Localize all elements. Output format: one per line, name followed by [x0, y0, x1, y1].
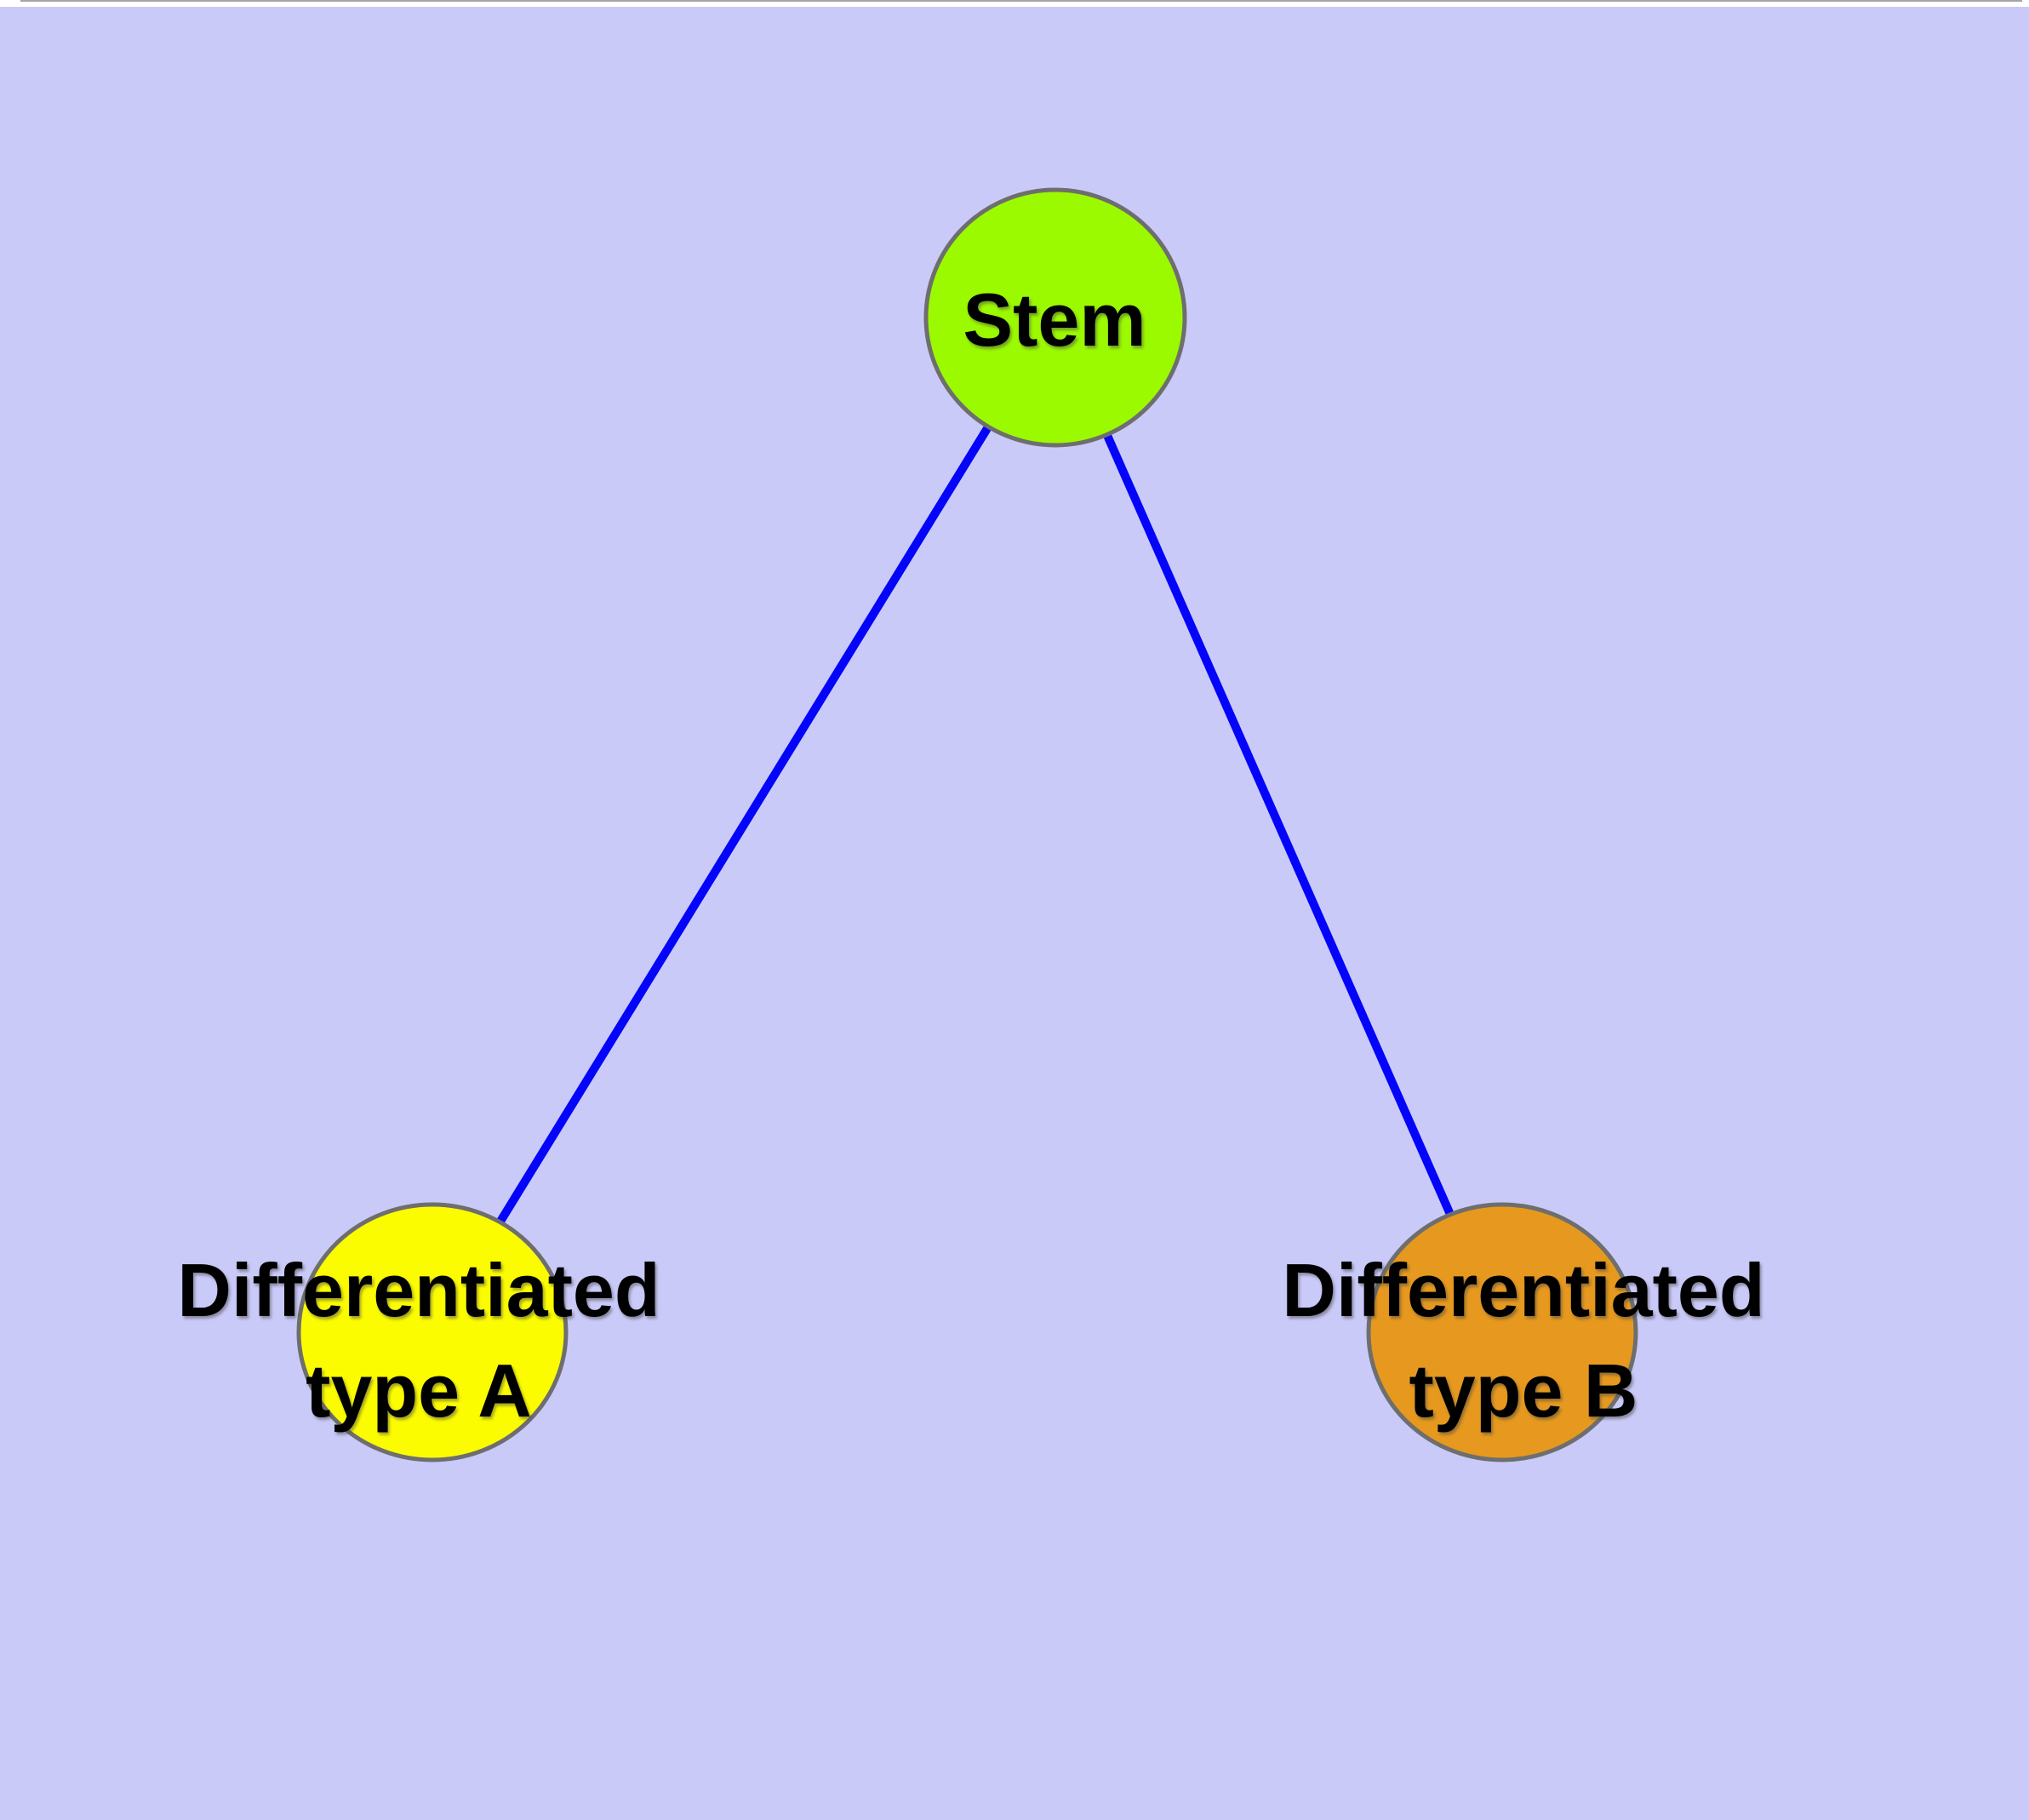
edge-stem-to-type-a — [428, 315, 1060, 1335]
node-differentiated-type-a: Differentiated type A — [177, 1202, 660, 1462]
type-a-node-label-line2: type A — [306, 1348, 532, 1433]
stem-node-label: Stem — [963, 278, 1146, 362]
window-top-strip — [0, 0, 2029, 7]
type-a-node-label-line1: Differentiated — [177, 1248, 660, 1332]
window-top-hairline — [20, 0, 2022, 2]
node-stem: Stem — [923, 187, 1187, 448]
type-a-node-circle — [296, 1202, 569, 1462]
type-b-node-label-line1: Differentiated — [1282, 1248, 1764, 1332]
node-differentiated-type-b: Differentiated type B — [1282, 1202, 1765, 1462]
edge-stem-to-type-b — [1051, 315, 1506, 1335]
type-b-node-circle — [1366, 1202, 1638, 1462]
stem-node-circle — [923, 187, 1187, 448]
type-b-node-label-line2: type B — [1409, 1348, 1638, 1433]
